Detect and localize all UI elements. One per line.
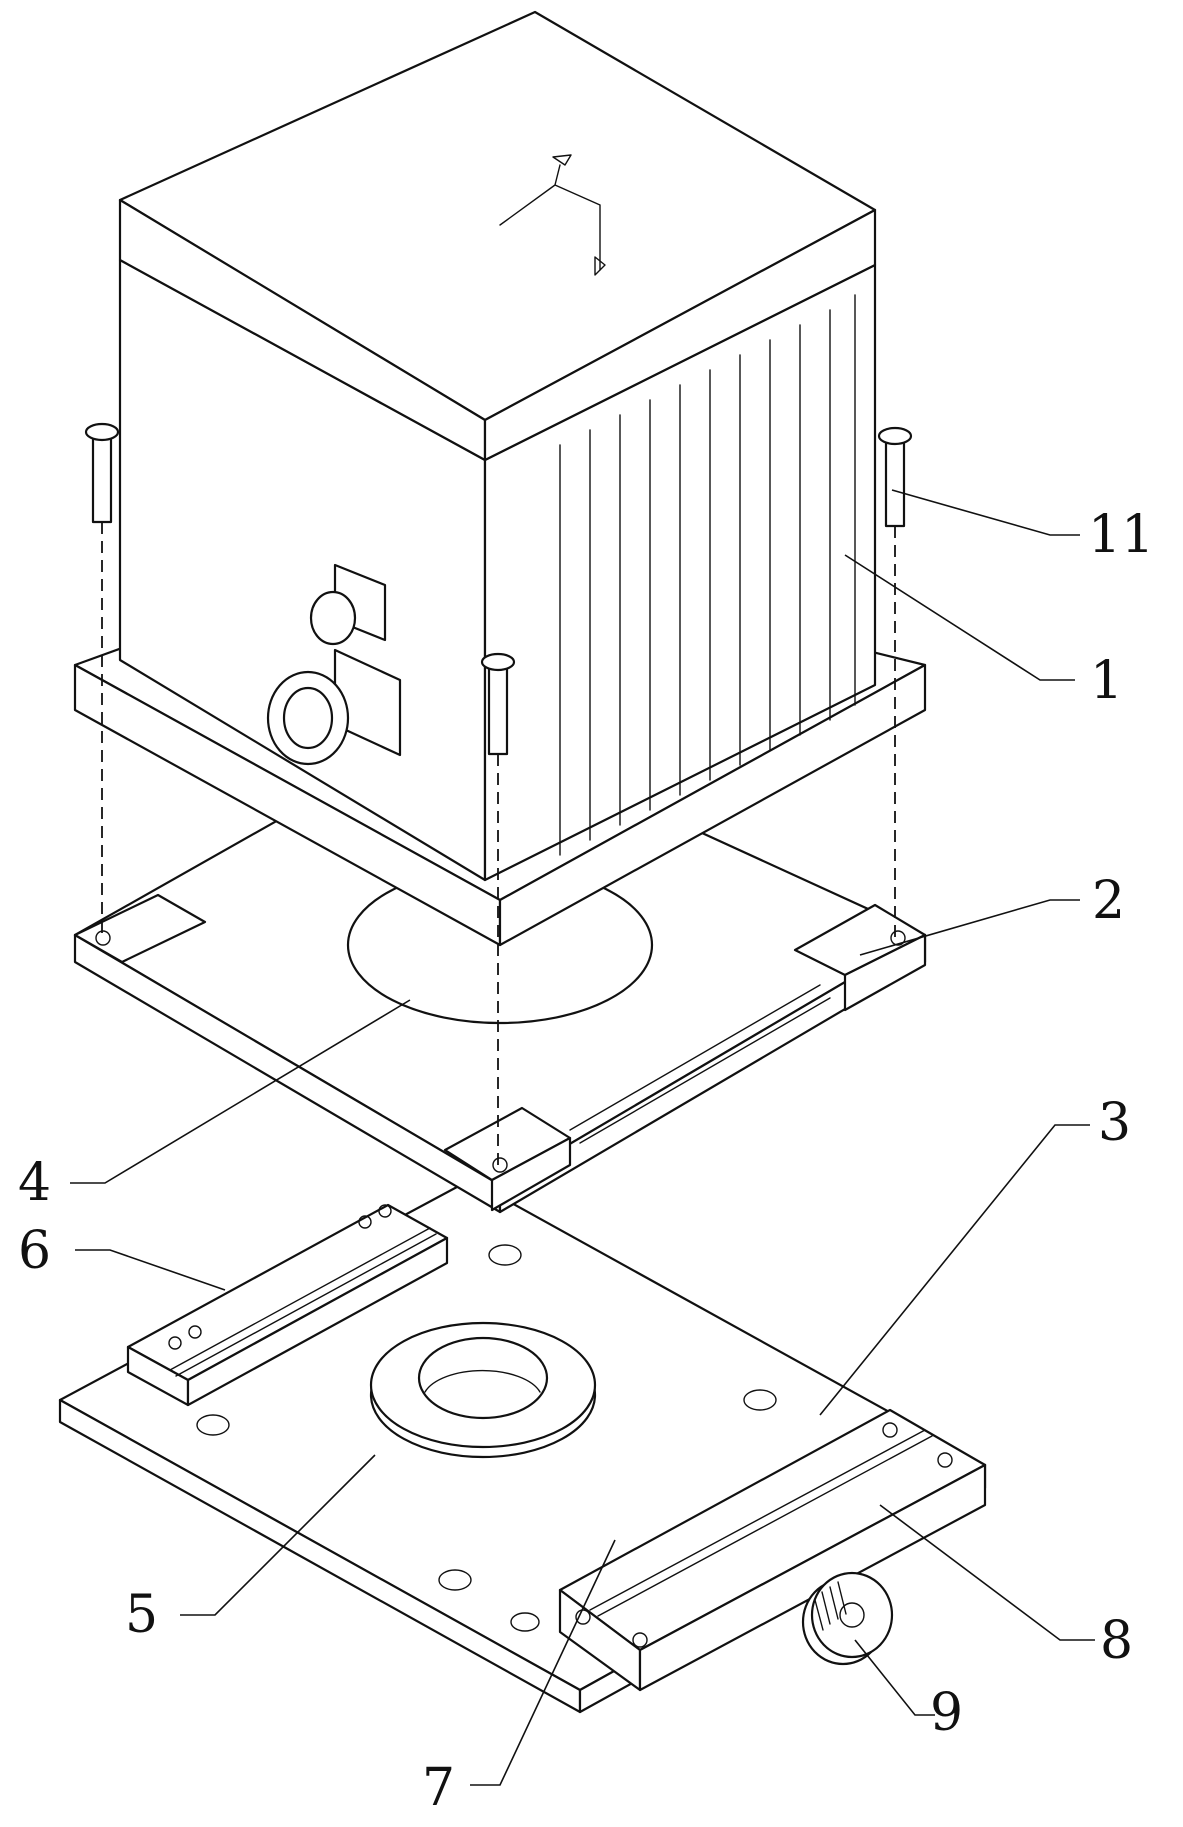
screw-right — [877, 426, 913, 528]
callout-7: 7 — [422, 1758, 455, 1818]
leader-lines — [70, 489, 1095, 1786]
callout-4: 4 — [18, 1153, 51, 1213]
callout-3: 3 — [1098, 1093, 1131, 1153]
screw-left — [84, 422, 120, 524]
cooling-fins — [559, 294, 856, 856]
left-rail — [126, 1203, 449, 1407]
callout-8: 8 — [1100, 1611, 1133, 1671]
callout-9: 9 — [930, 1683, 963, 1743]
knurled-knob — [801, 1571, 894, 1666]
alignment-lines — [101, 522, 896, 1165]
right-rail — [558, 1408, 987, 1692]
connector-large — [266, 648, 402, 766]
callout-11: 11 — [1088, 505, 1154, 565]
ring-bushing — [369, 1321, 597, 1459]
callout-5: 5 — [125, 1585, 158, 1645]
callout-2: 2 — [1092, 871, 1125, 931]
callout-6: 6 — [18, 1221, 51, 1281]
connector-small — [309, 563, 387, 646]
main-housing — [73, 10, 927, 947]
callout-1: 1 — [1090, 651, 1123, 711]
